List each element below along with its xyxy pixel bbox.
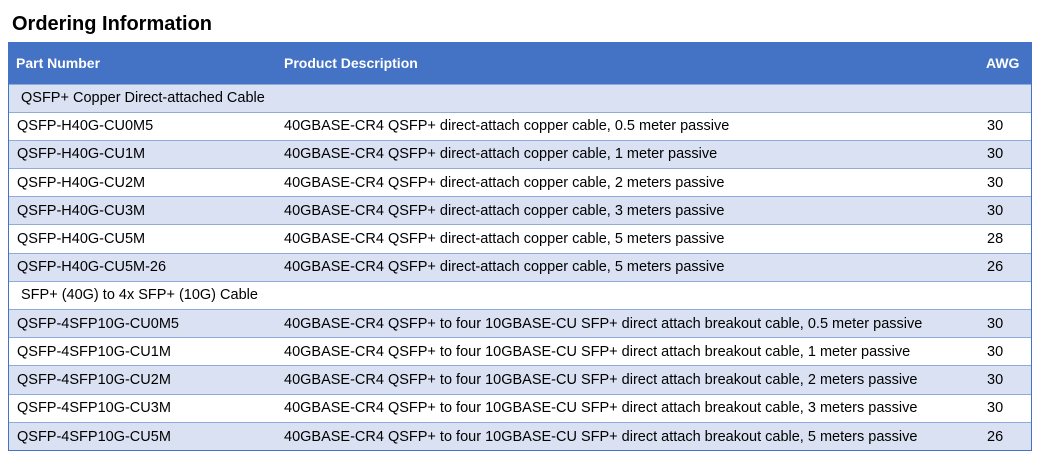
description-cell: 40GBASE-CR4 QSFP+ direct-attach copper c… [277,252,979,282]
awg-cell: 30 [979,168,1031,197]
table-body: QSFP+ Copper Direct-attached Cable QSFP-… [9,83,1031,451]
part-number-cell: QSFP-4SFP10G-CU3M [9,393,277,423]
table-row: QSFP-4SFP10G-CU2M 40GBASE-CR4 QSFP+ to f… [9,365,1031,395]
table-row: QSFP-4SFP10G-CU5M 40GBASE-CR4 QSFP+ to f… [9,421,1031,451]
table-row: QSFP-4SFP10G-CU1M 40GBASE-CR4 QSFP+ to f… [9,337,1031,366]
table-row: QSFP-H40G-CU2M 40GBASE-CR4 QSFP+ direct-… [9,168,1031,197]
part-number-cell: QSFP-H40G-CU1M [9,139,277,169]
part-number-cell: QSFP-H40G-CU0M5 [9,111,277,141]
header-part-number: Part Number [16,55,101,72]
table-header: Part Number Product Description AWG [9,43,1031,84]
part-number-cell: QSFP-4SFP10G-CU5M [9,421,277,451]
table-row: QSFP-H40G-CU3M 40GBASE-CR4 QSFP+ direct-… [9,196,1031,225]
description-cell: 40GBASE-CR4 QSFP+ direct-attach copper c… [277,168,979,197]
section-title: SFP+ (40G) to 4x SFP+ (10G) Cable [9,280,1031,310]
ordering-table: Part Number Product Description AWG QSFP… [9,43,1031,451]
table-row: QSFP-H40G-CU1M 40GBASE-CR4 QSFP+ direct-… [9,139,1031,169]
awg-cell: 30 [979,337,1031,366]
part-number-cell: QSFP-4SFP10G-CU2M [9,365,277,395]
table-row: QSFP-H40G-CU0M5 40GBASE-CR4 QSFP+ direct… [9,111,1031,141]
header-row: Part Number Product Description AWG [9,43,1031,84]
table-row: QSFP-4SFP10G-CU3M 40GBASE-CR4 QSFP+ to f… [9,393,1031,423]
part-number-cell: QSFP-H40G-CU5M [9,224,277,254]
description-cell: 40GBASE-CR4 QSFP+ direct-attach copper c… [277,111,979,141]
part-number-cell: QSFP-4SFP10G-CU0M5 [9,308,277,338]
page-title: Ordering Information [12,13,212,35]
section-row: SFP+ (40G) to 4x SFP+ (10G) Cable [9,280,1031,310]
header-product-description: Product Description [284,55,418,72]
awg-cell: 26 [979,252,1031,282]
description-cell: 40GBASE-CR4 QSFP+ direct-attach copper c… [277,139,979,169]
part-number-cell: QSFP-H40G-CU2M [9,168,277,197]
table-row: QSFP-H40G-CU5M 40GBASE-CR4 QSFP+ direct-… [9,224,1031,254]
awg-cell: 30 [979,111,1031,141]
awg-cell: 30 [979,308,1031,338]
awg-cell: 30 [979,196,1031,225]
part-number-cell: QSFP-H40G-CU3M [9,196,277,225]
part-number-cell: QSFP-H40G-CU5M-26 [9,252,277,282]
description-cell: 40GBASE-CR4 QSFP+ direct-attach copper c… [277,224,979,254]
description-cell: 40GBASE-CR4 QSFP+ to four 10GBASE-CU SFP… [277,308,979,338]
table-row: QSFP-H40G-CU5M-26 40GBASE-CR4 QSFP+ dire… [9,252,1031,282]
header-awg: AWG [986,55,1020,72]
description-cell: 40GBASE-CR4 QSFP+ to four 10GBASE-CU SFP… [277,393,979,423]
description-cell: 40GBASE-CR4 QSFP+ to four 10GBASE-CU SFP… [277,421,979,451]
awg-cell: 30 [979,393,1031,423]
description-cell: 40GBASE-CR4 QSFP+ direct-attach copper c… [277,196,979,225]
part-number-cell: QSFP-4SFP10G-CU1M [9,337,277,366]
awg-cell: 26 [979,421,1031,451]
awg-cell: 28 [979,224,1031,254]
awg-cell: 30 [979,139,1031,169]
ordering-table-container: Part Number Product Description AWG QSFP… [8,42,1032,452]
section-title: QSFP+ Copper Direct-attached Cable [9,83,1031,113]
table-row: QSFP-4SFP10G-CU0M5 40GBASE-CR4 QSFP+ to … [9,308,1031,338]
section-row: QSFP+ Copper Direct-attached Cable [9,83,1031,113]
description-cell: 40GBASE-CR4 QSFP+ to four 10GBASE-CU SFP… [277,337,979,366]
description-cell: 40GBASE-CR4 QSFP+ to four 10GBASE-CU SFP… [277,365,979,395]
awg-cell: 30 [979,365,1031,395]
